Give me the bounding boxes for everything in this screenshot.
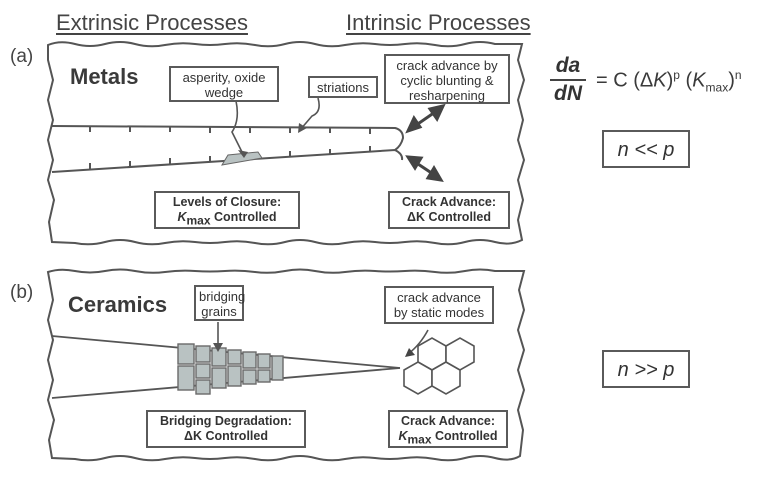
asperity-leader xyxy=(231,100,245,157)
crack-box-a-line1: Crack Advance: xyxy=(401,195,497,209)
metal-specimen-outline xyxy=(46,41,526,246)
crack-advance-box-a: Crack Advance: ΔK Controlled xyxy=(388,191,510,229)
crack-box-b-line2-rest: Controlled xyxy=(431,429,498,443)
ceramics-label: Ceramics xyxy=(68,292,168,317)
sub-max: max xyxy=(705,80,729,95)
closure-line2-rest: Controlled xyxy=(210,210,277,224)
numerator: da xyxy=(555,54,581,77)
exp-p: p xyxy=(673,68,680,82)
ratio-box-b: n >> p xyxy=(602,350,690,388)
crack-tip-double-arrows xyxy=(405,103,446,182)
crack-advance-callout-b: crack advance by static modes xyxy=(384,286,494,324)
intrinsic-heading: Intrinsic Processes xyxy=(346,10,531,35)
equation-fraction: da dN xyxy=(550,54,586,106)
closure-line1: Levels of Closure: xyxy=(172,195,282,209)
fraction-bar xyxy=(550,79,586,81)
ratio-box-a: n << p xyxy=(602,130,690,168)
crack-advance-box-b: Crack Advance: Kmax Controlled xyxy=(388,410,508,448)
k-symbol: K xyxy=(177,210,187,224)
exp-n: n xyxy=(734,68,742,82)
bridging-box-line2: ΔK Controlled xyxy=(184,429,268,443)
bridging-grains xyxy=(177,343,284,395)
rhs-mid: ( xyxy=(679,69,693,92)
k2: K xyxy=(692,69,706,92)
k-subscript: max xyxy=(186,213,211,228)
closure-line2: Kmax Controlled xyxy=(159,210,295,229)
bridging-degradation-box: Bridging Degradation: ΔK Controlled xyxy=(146,410,306,448)
closure-box: Levels of Closure: Kmax Controlled xyxy=(154,191,300,229)
equation-rhs: = C (ΔK)p (Kmax)n xyxy=(596,68,742,95)
metal-crack-lower-face xyxy=(51,148,404,173)
panel-a-tag: (a) xyxy=(10,46,34,67)
k1: K xyxy=(653,69,667,92)
denominator: dN xyxy=(554,82,582,105)
hexagonal-grains xyxy=(403,337,475,395)
crack-box-a-line2: ΔK Controlled xyxy=(407,210,491,224)
striation-ticks-lower xyxy=(89,146,371,169)
striations-callout: striations xyxy=(308,76,378,98)
extrinsic-heading: Extrinsic Processes xyxy=(56,10,248,35)
crack-box-b-line2: Kmax Controlled xyxy=(393,429,503,448)
k-symbol-b: K xyxy=(398,429,408,443)
panel-b-tag: (b) xyxy=(10,282,34,303)
bridging-box-line1: Bridging Degradation: xyxy=(160,414,292,428)
oxide-wedge xyxy=(221,151,263,166)
ceramic-specimen-outline xyxy=(46,268,526,462)
rhs-close: ) xyxy=(728,69,735,92)
bridging-callout: bridging grains xyxy=(194,285,245,321)
rhs-start: = C (Δ xyxy=(596,69,654,92)
metal-crack-upper-face xyxy=(51,125,405,151)
crack-advance-callout-a: crack advance by cyclic blunting & resha… xyxy=(384,54,510,104)
metals-label: Metals xyxy=(70,64,139,89)
k-subscript-b: max xyxy=(407,432,432,447)
striation-ticks-upper xyxy=(89,126,371,134)
striations-leader xyxy=(299,97,320,131)
crack-box-b-line1: Crack Advance: xyxy=(400,414,496,428)
asperity-callout: asperity, oxide wedge xyxy=(169,66,279,102)
